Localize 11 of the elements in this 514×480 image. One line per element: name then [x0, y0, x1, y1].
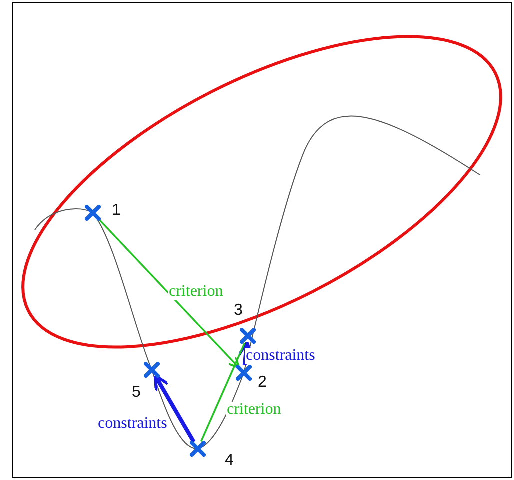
arrow	[98, 218, 240, 369]
point-number: 4	[225, 453, 234, 469]
connector-line	[200, 342, 246, 442]
point-number: 2	[258, 375, 267, 391]
edge-label: criterion	[226, 402, 282, 418]
arrow	[154, 374, 196, 444]
point-number: 5	[132, 385, 141, 401]
point-number: 3	[234, 303, 243, 319]
edge-label: criterion	[168, 284, 224, 300]
edge-label: constraints	[245, 348, 316, 364]
point-number: 1	[112, 203, 121, 219]
